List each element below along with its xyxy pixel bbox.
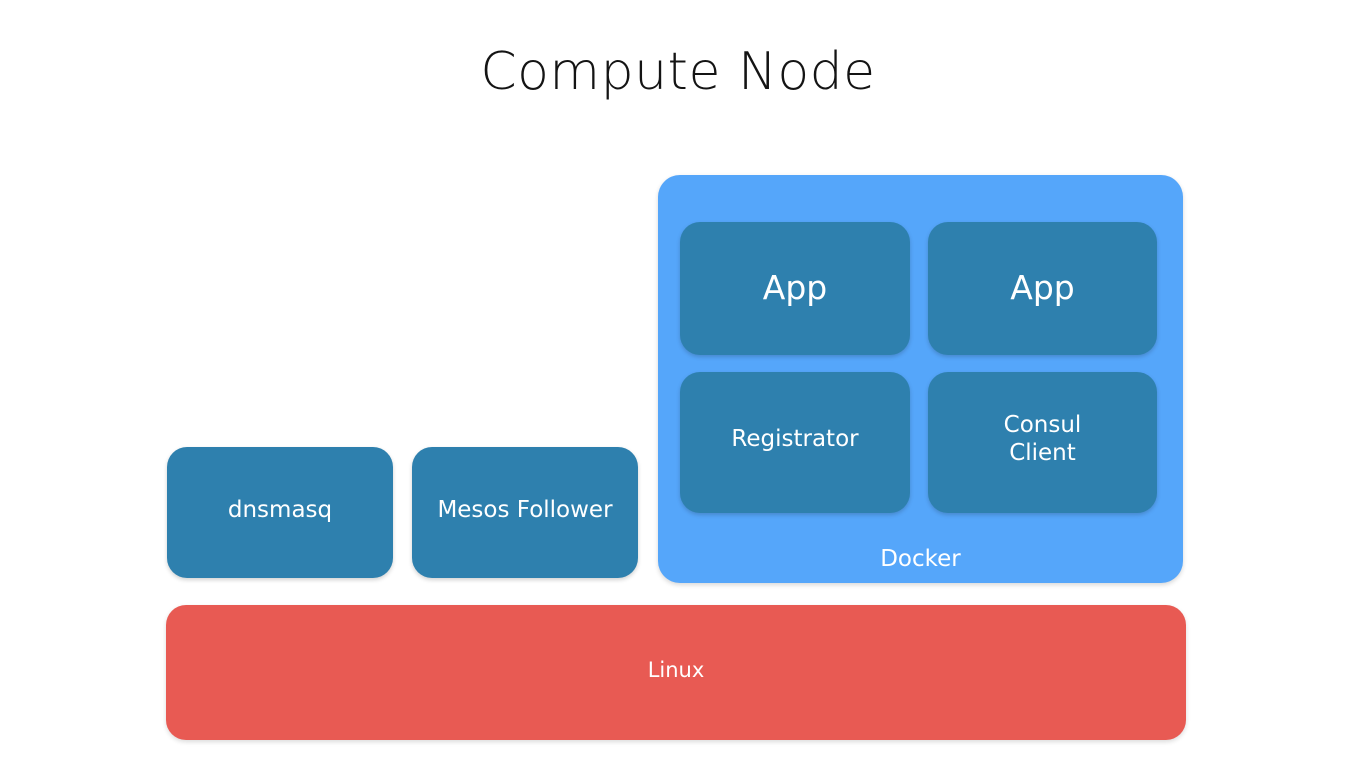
container-label-consul-client: Consul Client [1004,412,1082,466]
docker-group-label: Docker [880,546,961,572]
container-label-app-2: App [1010,268,1075,308]
container-box-app-2[interactable]: App [928,222,1157,355]
service-box-dnsmasq[interactable]: dnsmasq [167,447,393,578]
container-label-consul-line2: Client [1009,439,1076,466]
page-title: Compute Node [480,42,876,102]
service-label-dnsmasq: dnsmasq [227,496,333,523]
service-box-mesos-follower[interactable]: Mesos Follower [412,447,638,578]
service-label-mesos-follower: Mesos Follower [437,496,613,523]
container-box-registrator[interactable]: Registrator [680,372,910,513]
container-box-app-1[interactable]: App [680,222,910,355]
os-layer-label-linux: Linux [647,658,705,683]
os-layer-linux[interactable]: Linux [166,605,1186,740]
container-label-consul-line1: Consul [1003,412,1082,439]
container-label-registrator: Registrator [731,425,859,452]
container-box-consul-client[interactable]: Consul Client [928,372,1157,513]
container-label-app-1: App [762,268,828,308]
